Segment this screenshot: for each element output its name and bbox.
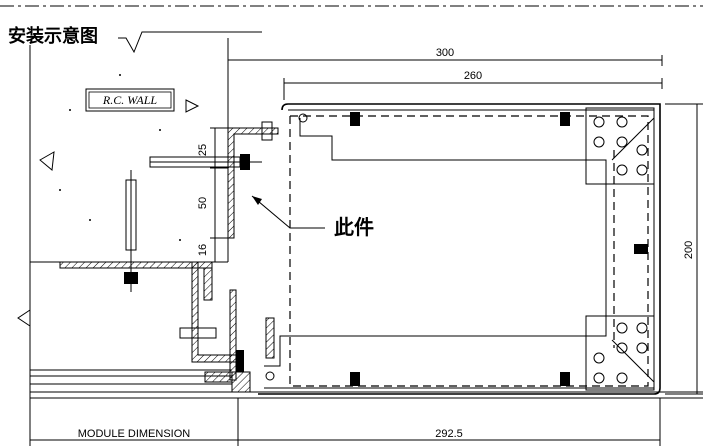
callout-leader: [251, 195, 325, 229]
diagram-title: 安装示意图: [8, 25, 98, 46]
bolt-icon: [636, 322, 648, 334]
corner-plate-top: [585, 107, 655, 185]
dim-height: 200: [683, 241, 695, 259]
bolt-icon: [593, 352, 605, 364]
dimension-260: 260: [283, 70, 663, 100]
fastener-bottom-2: [560, 372, 570, 386]
gasket-block: [231, 371, 251, 393]
fastener-top-2: [560, 112, 570, 126]
bolt-icon: [298, 113, 308, 123]
hidden-outline: [289, 115, 649, 387]
dimension-300: 300: [227, 47, 663, 66]
module-frame-inner: [264, 109, 655, 389]
anchor-nut-lower: [124, 272, 138, 284]
dim-module-label: MODULE DIMENSION: [78, 428, 191, 440]
clip-angle: [265, 317, 275, 359]
wall-bracket: 25 50 16: [197, 121, 279, 262]
dim-bottom-offset: 292.5: [435, 428, 463, 440]
clip-bolt: [236, 350, 244, 372]
dimension-200: 200: [665, 103, 703, 395]
dimension-bottom: MODULE DIMENSION 292.5: [29, 398, 661, 446]
support-bracket: [59, 261, 275, 393]
channel-profile: [264, 118, 607, 367]
bolt-icon: [616, 164, 628, 176]
module-frame-outer: [258, 103, 661, 395]
bolt-icon: [616, 372, 628, 384]
callout-arrow: [252, 196, 262, 205]
title-break-line: [118, 31, 262, 54]
fastener-top-1: [350, 112, 360, 126]
bolt-icon: [593, 136, 605, 148]
dim-overall-width: 300: [436, 47, 454, 59]
bracket-bolt: [261, 121, 273, 141]
anchor-nut-upper: [240, 154, 250, 170]
corner-plate-bottom: [585, 315, 655, 391]
bolt-icon: [616, 342, 628, 354]
support-post: [229, 289, 237, 381]
bracket-angle: [227, 127, 279, 239]
dim-inner-width: 260: [464, 70, 482, 82]
wall-label-inner-box: [88, 91, 172, 109]
sealant-strip: [204, 371, 233, 383]
dim-bracket-bottom: 16: [197, 244, 209, 256]
bolt-icon: [616, 136, 628, 148]
bolt-icon: [265, 371, 275, 381]
support-bolt: [179, 327, 217, 339]
callout-label: 此件: [334, 215, 374, 239]
wall-break-mark: [17, 309, 31, 327]
rc-wall: R.C. WALL: [17, 38, 229, 440]
concrete-mark-2: [185, 99, 200, 113]
bolt-icon: [636, 342, 648, 354]
support-plate: [59, 261, 213, 269]
bolt-icon: [593, 372, 605, 384]
wall-label-box: [85, 88, 175, 112]
dim-bracket-mid: 50: [197, 197, 209, 209]
fastener-bottom-1: [350, 372, 360, 386]
fasteners: [265, 112, 648, 386]
bolt-icon: [636, 144, 648, 156]
dim-bracket-top: 25: [197, 144, 209, 156]
support-web: [203, 267, 213, 301]
floor-lines: [30, 369, 703, 399]
fastener-side: [634, 244, 648, 254]
concrete-mark-1: [39, 151, 55, 171]
bolt-icon: [636, 164, 648, 176]
bolt-icon: [616, 322, 628, 334]
bolt-icon: [616, 116, 628, 128]
wall-label: R.C. WALL: [102, 93, 157, 107]
support-angle: [191, 261, 237, 363]
bolt-icon: [593, 116, 605, 128]
anchor-bolts: [124, 154, 262, 292]
